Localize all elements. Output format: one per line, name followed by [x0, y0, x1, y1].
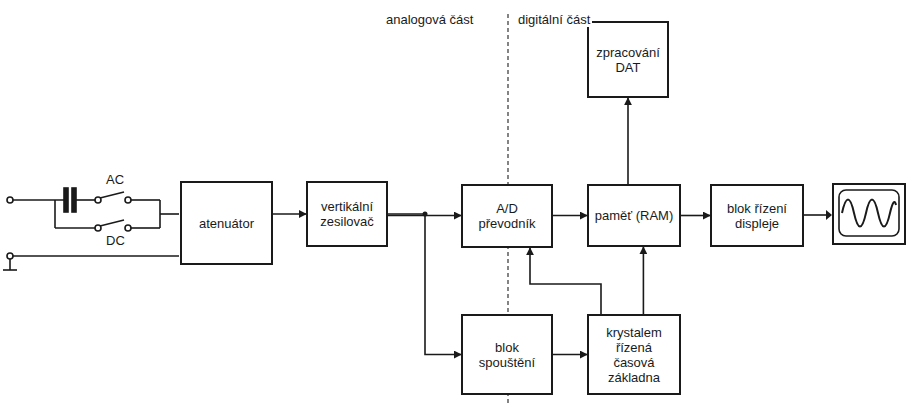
- block-label: paměť (RAM): [595, 208, 674, 223]
- signal-arrow: [643, 247, 645, 314]
- block-box: vertikální zesilovač: [306, 181, 388, 247]
- block-label: vertikální zesilovač: [313, 199, 381, 229]
- section-label: analogová část: [384, 12, 475, 27]
- block-label: blok řízení displeje: [717, 201, 797, 231]
- block-label: krystalem řízená časová základna: [594, 325, 674, 385]
- section-label: digitální část: [516, 12, 592, 27]
- signal-arrow: [388, 214, 461, 355]
- signal-arrow: [530, 248, 601, 314]
- block-box: A/D převodník: [461, 184, 553, 248]
- block-box: atenuátor: [180, 181, 273, 265]
- switch-label: DC: [104, 233, 127, 248]
- block-label: A/D převodník: [468, 201, 546, 231]
- signal-arrow: [273, 213, 306, 215]
- block-box: paměť (RAM): [587, 184, 681, 247]
- junction-dot: [423, 212, 428, 217]
- block-label: zpracování DAT: [594, 45, 662, 75]
- block-box: krystalem řízená časová základna: [587, 314, 681, 395]
- block-box: blok řízení displeje: [710, 184, 804, 247]
- input-circuit: [3, 188, 179, 270]
- block-label: atenuátor: [199, 216, 254, 231]
- signal-arrow: [681, 215, 710, 217]
- switch-label: AC: [104, 172, 126, 187]
- signal-arrow: [553, 354, 587, 356]
- signal-arrow: [627, 98, 629, 184]
- block-label: blok spouštění: [468, 340, 546, 370]
- block-box: blok spouštění: [461, 314, 553, 395]
- signal-arrow: [553, 215, 587, 217]
- display-screen: [804, 184, 905, 244]
- block-box: zpracování DAT: [587, 21, 669, 98]
